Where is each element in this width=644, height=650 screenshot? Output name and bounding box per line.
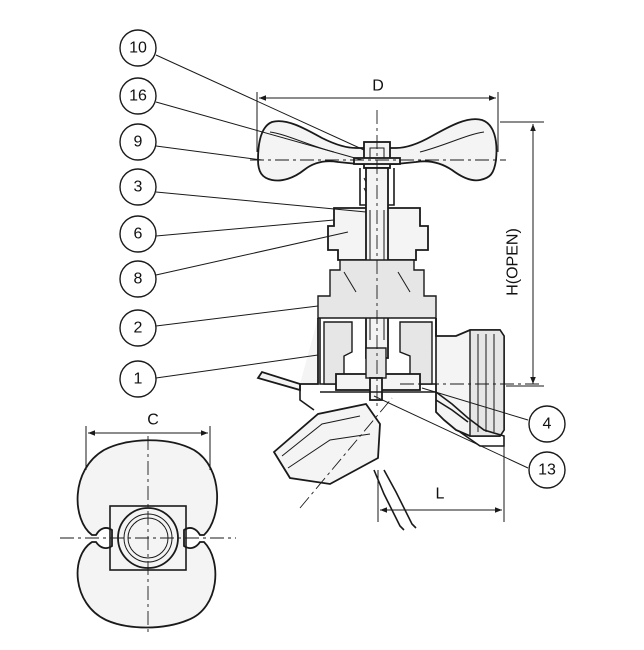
valve-section-view	[256, 118, 505, 531]
dimension-l-label: L	[436, 486, 445, 503]
callout-1: 1	[119, 360, 157, 398]
callout-9: 9	[119, 123, 157, 161]
callout-10-label: 10	[129, 40, 147, 57]
dimension-h-label: H(OPEN)	[505, 228, 522, 296]
leader-lines	[155, 54, 529, 469]
callout-10: 10	[119, 29, 157, 67]
callout-2: 2	[119, 309, 157, 347]
inlet-centerline	[299, 397, 393, 509]
callout-2-label: 2	[134, 320, 143, 337]
dimension-d: D	[256, 78, 499, 152]
end-view: C	[60, 412, 236, 632]
callout-4-label: 4	[543, 416, 552, 433]
dimension-c-label: C	[147, 412, 159, 429]
callout-8-label: 8	[134, 271, 143, 288]
callout-6: 6	[119, 215, 157, 253]
callout-13-label: 13	[538, 462, 556, 479]
callout-13: 13	[528, 451, 566, 489]
callout-8: 8	[119, 260, 157, 298]
callout-16-label: 16	[129, 88, 147, 105]
seat	[320, 391, 505, 447]
inlet-connector	[272, 402, 381, 485]
dimension-d-label: D	[372, 78, 384, 95]
callout-3: 3	[119, 168, 157, 206]
callout-3-label: 3	[134, 179, 143, 196]
callout-1-label: 1	[134, 371, 143, 388]
dimension-l: L	[377, 440, 505, 522]
dimension-h-open: H(OPEN)	[500, 121, 544, 387]
callout-9-label: 9	[134, 134, 143, 151]
callout-16: 16	[119, 77, 157, 115]
callout-4: 4	[528, 405, 566, 443]
callout-6-label: 6	[134, 226, 143, 243]
